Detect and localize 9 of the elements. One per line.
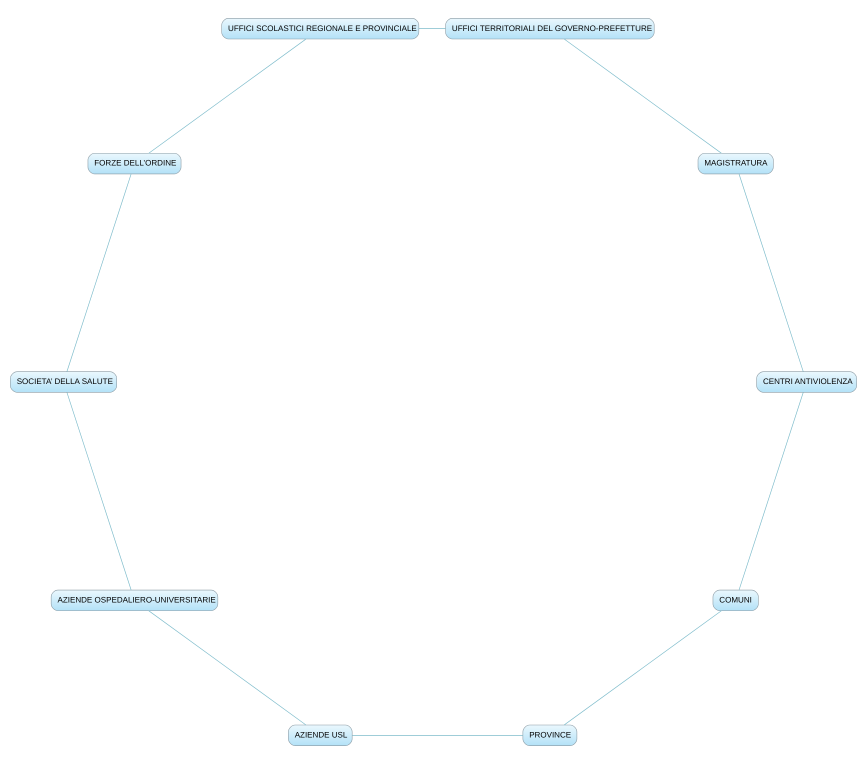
connector: [66, 392, 132, 590]
connector: [148, 38, 306, 154]
connector: [352, 734, 524, 736]
connector: [738, 173, 804, 372]
connector: [148, 610, 306, 725]
connector: [66, 173, 132, 372]
connector: [738, 392, 804, 590]
connector: [564, 38, 722, 154]
connector: [564, 610, 722, 725]
